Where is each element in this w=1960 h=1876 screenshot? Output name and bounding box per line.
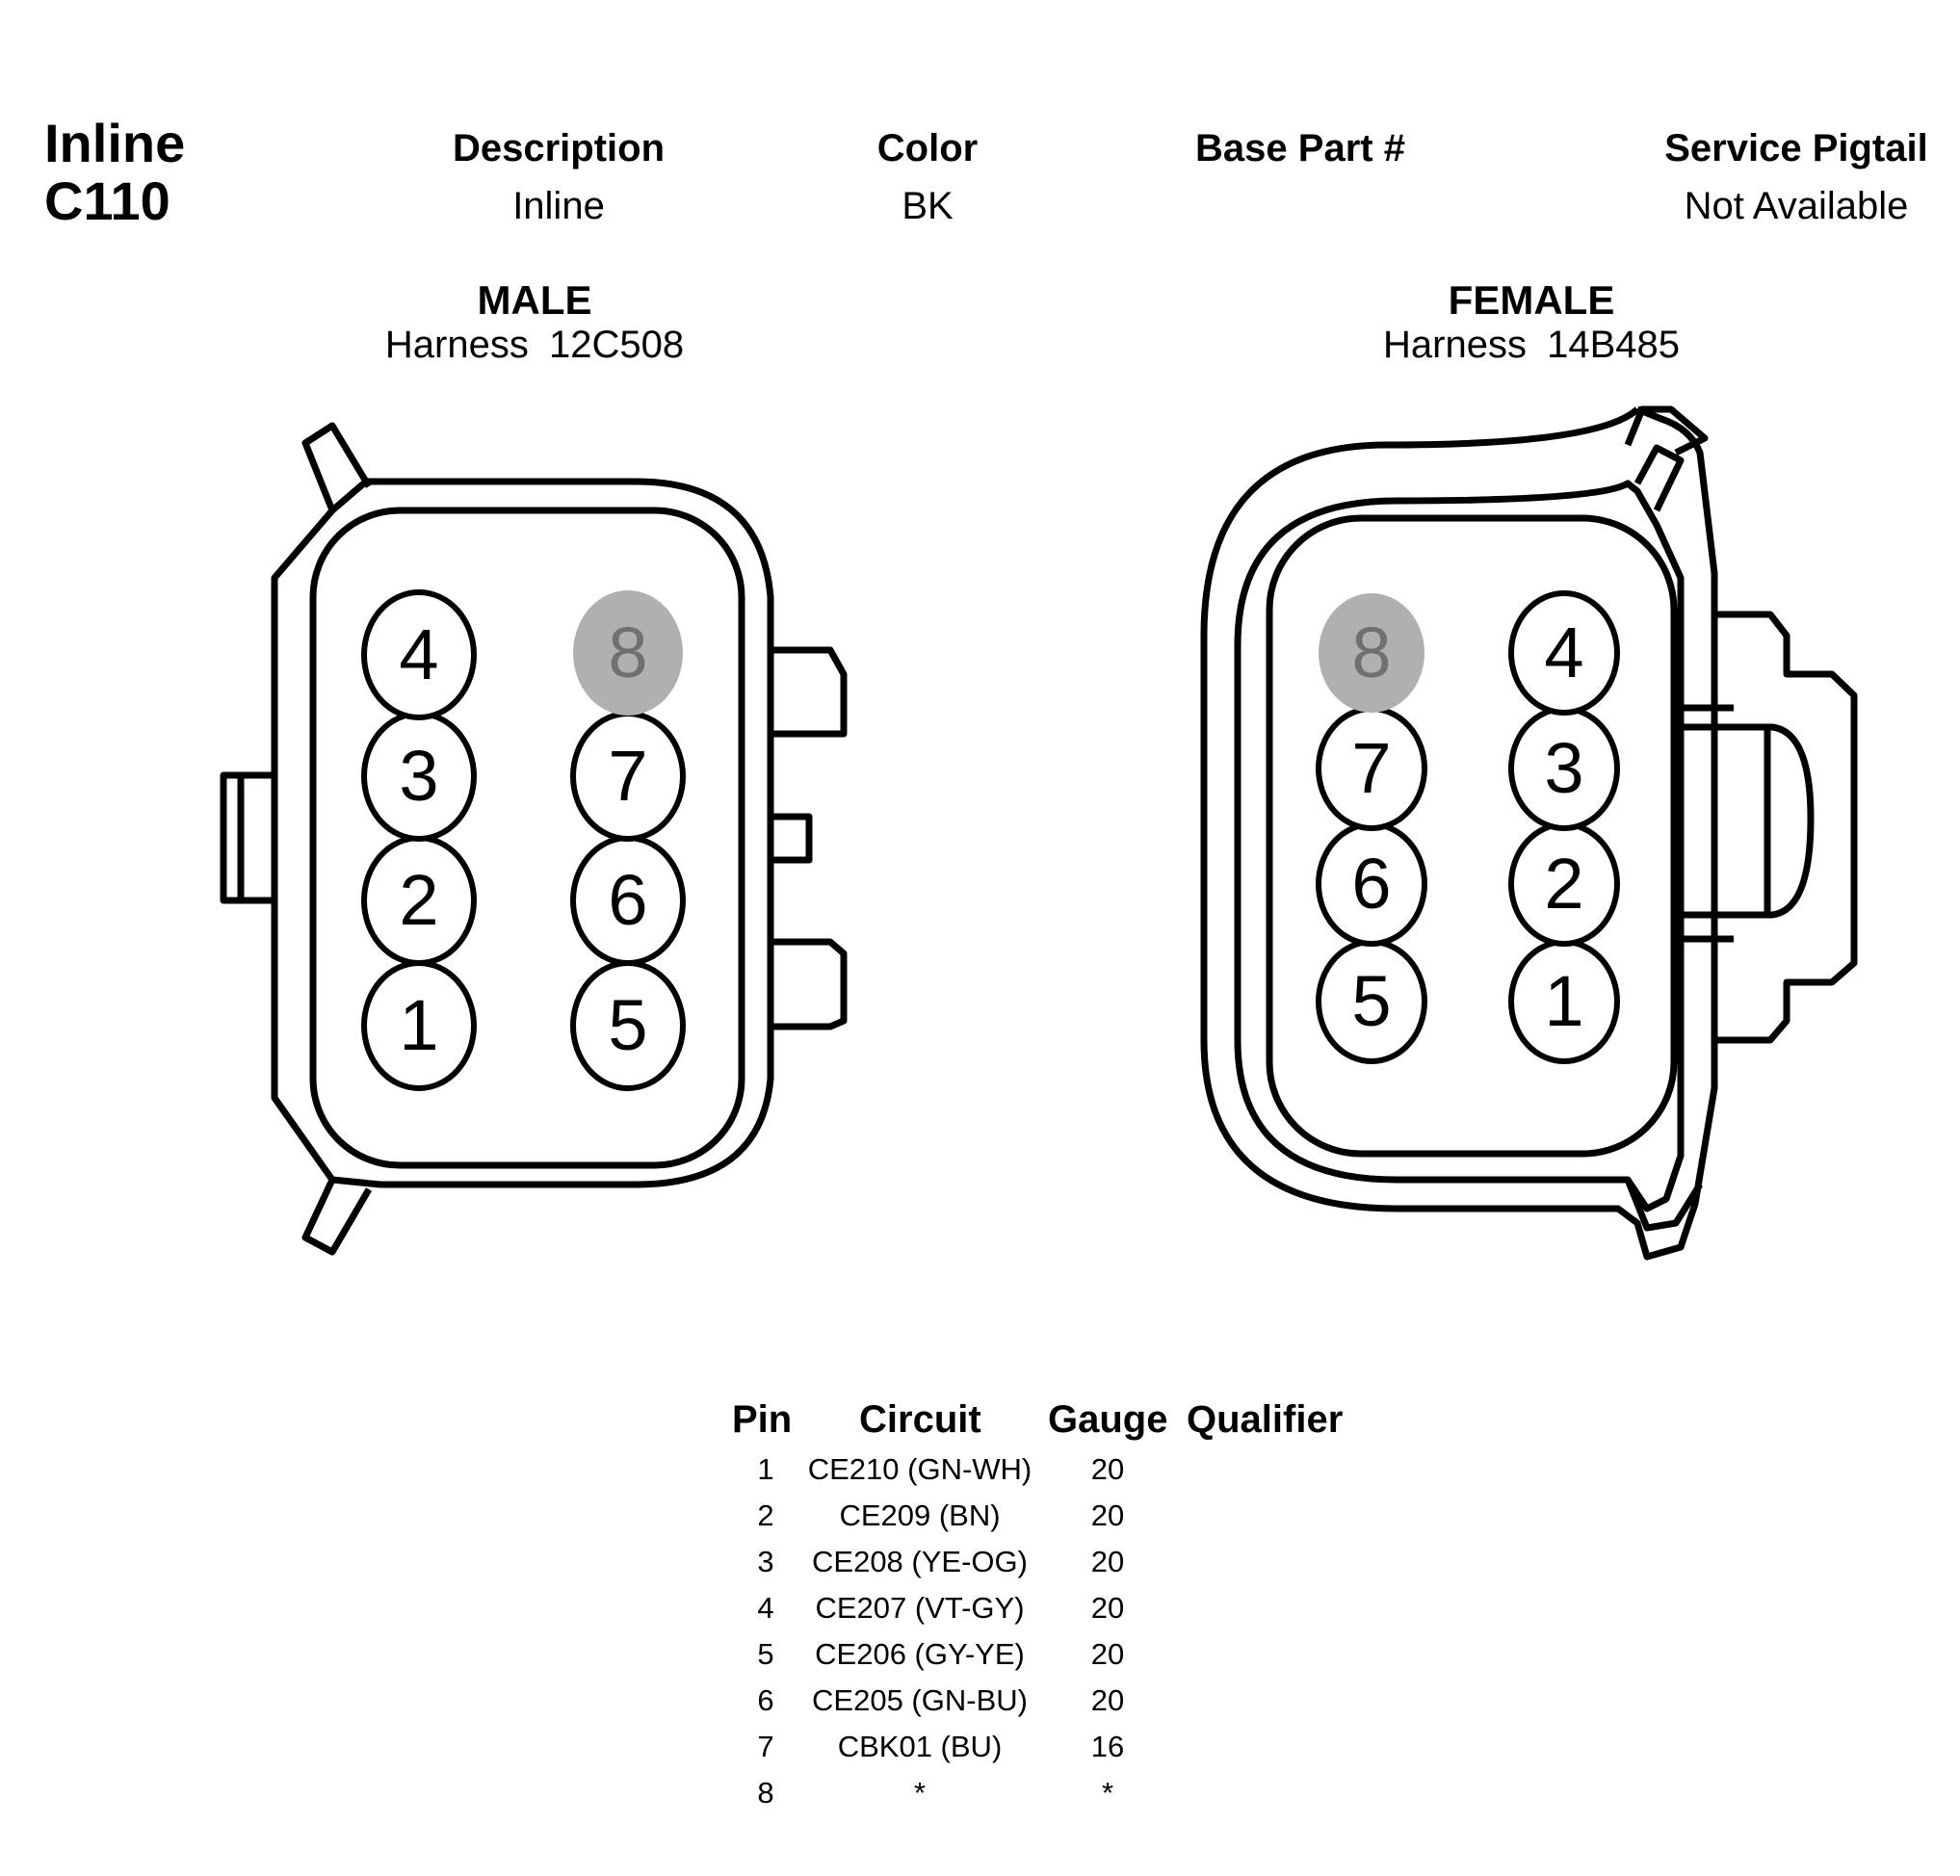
gauge-cell: 16 <box>1090 1730 1125 1763</box>
color-value: BK <box>902 185 954 227</box>
circuit-cell: CE205 (GN-BU) <box>812 1683 1028 1717</box>
male-bottom-latch <box>301 1178 373 1256</box>
gauge-cell: 20 <box>1090 1498 1125 1532</box>
male-left-key <box>220 771 274 904</box>
base-part-label: Base Part # <box>1195 127 1405 169</box>
gauge-cell: * <box>1101 1776 1114 1810</box>
female-pin-label: 8 <box>1351 612 1391 692</box>
circuit-cell: CE206 (GY-YE) <box>815 1637 1025 1671</box>
female-pin-label: 2 <box>1544 844 1583 924</box>
female-top-latch <box>1624 405 1709 456</box>
connector-title-line2: C110 <box>44 170 170 231</box>
gauge-cell: 20 <box>1090 1452 1125 1486</box>
male-title: MALE <box>477 277 592 323</box>
male-harness: Harness 12C508 <box>384 324 685 366</box>
gauge-cell: 20 <box>1090 1591 1125 1625</box>
male-pin-8-empty <box>573 590 683 716</box>
circuit-column-header: Circuit <box>859 1398 981 1441</box>
male-inner-cavity <box>309 507 745 1169</box>
female-bottom-latch <box>1624 1178 1703 1232</box>
male-connector-diagram: 1 2 3 4 5 6 7 8 <box>220 422 848 1256</box>
female-lock-bracket <box>1714 611 1858 1044</box>
description-value: Inline <box>512 185 605 227</box>
male-pin-label: 8 <box>608 612 647 692</box>
service-pigtail-value: Not Available <box>1684 185 1909 227</box>
gauge-cell: 20 <box>1090 1637 1125 1671</box>
female-harness: Harness 14B485 <box>1383 324 1680 366</box>
pin-number-cell: 1 <box>757 1452 774 1486</box>
circuit-cell: * <box>913 1776 927 1810</box>
service-pigtail-label: Service Pigtail <box>1664 127 1928 169</box>
circuit-cell: CE210 (GN-WH) <box>807 1452 1032 1486</box>
pin-number-cell: 5 <box>757 1637 774 1671</box>
circuit-cell: CE209 (BN) <box>839 1498 1001 1532</box>
female-pin-label: 7 <box>1351 728 1391 808</box>
circuit-cell: CBK01 (BU) <box>837 1730 1003 1763</box>
male-pin-label: 6 <box>608 860 647 940</box>
pin-number-cell: 6 <box>757 1683 774 1717</box>
description-label: Description <box>452 127 666 169</box>
pin-number-cell: 3 <box>757 1545 774 1578</box>
female-mid-outline <box>1234 480 1685 1212</box>
circuit-cell: CE207 (VT-GY) <box>815 1591 1025 1625</box>
male-outer-housing <box>271 478 774 1188</box>
female-inner-cavity <box>1266 514 1678 1158</box>
qualifier-column-header: Qualifier <box>1187 1398 1344 1441</box>
pin-column-header: Pin <box>732 1398 793 1441</box>
male-pin-label: 5 <box>608 985 647 1065</box>
male-right-tab-top <box>771 646 848 738</box>
pin-number-cell: 8 <box>757 1776 774 1810</box>
male-pin-label: 3 <box>399 736 438 816</box>
pin-number-cell: 2 <box>757 1498 774 1532</box>
circuit-cell: CE208 (YE-OG) <box>812 1545 1028 1578</box>
female-connector-diagram: 1 2 3 4 5 6 7 8 <box>1200 405 1858 1261</box>
male-right-tab-mid <box>771 813 813 864</box>
male-pin-4 <box>361 589 477 720</box>
male-pin-label: 1 <box>399 985 438 1065</box>
female-pin-label: 5 <box>1351 961 1391 1041</box>
pin-number-cell: 4 <box>757 1591 774 1625</box>
connector-title-line1: Inline <box>44 113 186 173</box>
female-outer-housing <box>1200 405 1718 1261</box>
female-pin-label: 4 <box>1544 612 1583 692</box>
male-pin-label: 4 <box>399 614 438 694</box>
color-label: Color <box>876 127 979 169</box>
female-pin-label: 1 <box>1544 961 1583 1041</box>
gauge-cell: 20 <box>1090 1545 1125 1578</box>
female-pin-8-empty <box>1319 593 1424 713</box>
male-pin-label: 7 <box>608 736 647 816</box>
female-title: FEMALE <box>1448 277 1615 323</box>
female-pin-4 <box>1508 590 1620 716</box>
male-right-tab-bottom <box>771 938 848 1030</box>
gauge-column-header: Gauge <box>1048 1398 1168 1441</box>
gauge-cell: 20 <box>1090 1683 1125 1717</box>
female-pin-label: 3 <box>1544 728 1583 808</box>
pin-number-cell: 7 <box>757 1730 774 1763</box>
female-pin-label: 6 <box>1351 844 1391 924</box>
male-top-latch <box>301 422 372 512</box>
male-pin-label: 2 <box>399 860 438 940</box>
